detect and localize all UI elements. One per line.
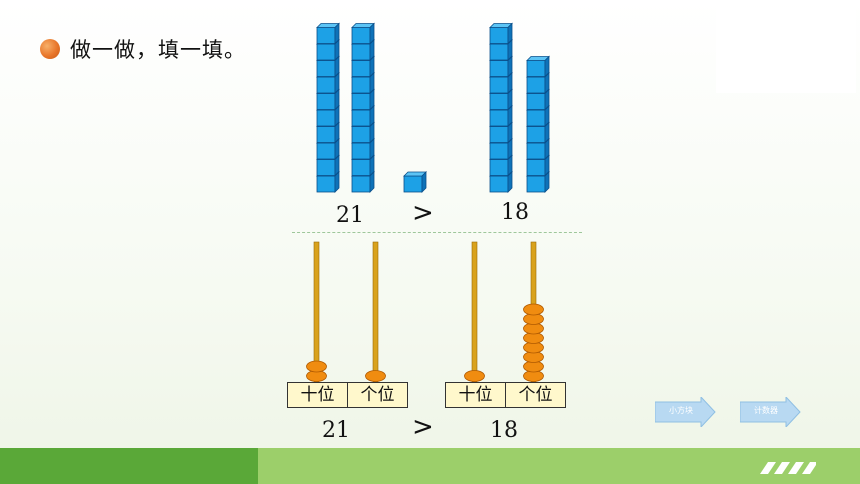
- abacus-bead: [365, 370, 386, 382]
- cube: [351, 23, 375, 44]
- blocks-right-number: 18: [501, 200, 529, 225]
- page-title: 做一做，填一填。: [40, 34, 246, 64]
- abacus-rods: [313, 241, 537, 383]
- abacus-right-number: 18: [490, 418, 518, 443]
- arrow-right-icon: [739, 395, 801, 429]
- tens-place-label: 十位: [458, 385, 493, 405]
- bottom-bar: [0, 448, 860, 484]
- top-right-panel: [716, 7, 856, 93]
- nav-button-cubes-label: 小方块: [669, 406, 693, 415]
- title-text: 做一做，填一填。: [70, 38, 246, 62]
- abacus-beads: [306, 303, 544, 382]
- stripes-decoration-icon: [760, 462, 816, 474]
- nav-button-counter-label: 计数器: [754, 406, 778, 415]
- nav-button-cubes[interactable]: 小方块: [654, 395, 717, 429]
- orange-bullet-icon: [40, 39, 60, 59]
- tens-place-label: 十位: [300, 385, 335, 405]
- cube: [526, 56, 550, 77]
- ten-rod-left-1: [316, 23, 340, 193]
- abacus-left-number: 21: [322, 418, 350, 443]
- cube: [489, 23, 513, 44]
- abacus-left-place-labels: 十位 个位: [287, 382, 408, 408]
- unit-cubes-right: [526, 56, 550, 193]
- section-divider: [292, 232, 582, 233]
- abacus-bead: [523, 303, 544, 316]
- ones-place-label: 个位: [505, 383, 565, 407]
- cube: [403, 171, 427, 193]
- ones-place-label: 个位: [347, 383, 407, 407]
- cube: [316, 23, 340, 44]
- abacus-comparison-sign: >: [412, 412, 434, 442]
- abacus-bead: [306, 360, 327, 373]
- arrow-right-icon: [654, 395, 716, 429]
- unit-cube-left: [403, 171, 427, 193]
- bottom-bar-dark-segment: [0, 448, 258, 484]
- abacus-bead: [464, 370, 485, 382]
- nav-button-counter[interactable]: 计数器: [739, 395, 802, 429]
- ten-rod-right-1: [489, 23, 513, 193]
- blocks-comparison-sign: >: [412, 198, 434, 228]
- abacus-right-place-labels: 十位 个位: [445, 382, 566, 408]
- blocks-left-number: 21: [336, 203, 364, 228]
- ten-rod-left-2: [351, 23, 375, 193]
